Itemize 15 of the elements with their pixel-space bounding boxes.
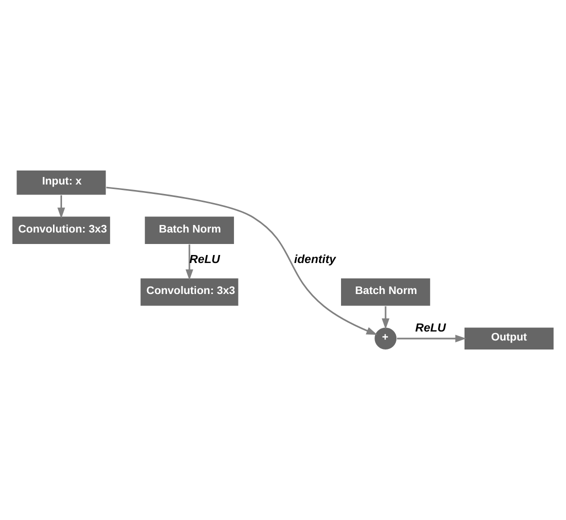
arrow — [106, 186, 378, 335]
node-box: Convolution: 3x3 — [140, 278, 240, 306]
arrow — [396, 334, 466, 342]
node-box: Output — [464, 326, 554, 350]
arrow — [382, 306, 390, 330]
edge-label: ReLU — [189, 253, 220, 266]
node-box: Convolution: 3x3 — [12, 216, 111, 245]
node-box: Input: x — [16, 170, 107, 196]
node-circle: + — [374, 326, 398, 350]
node-box: Batch Norm — [144, 216, 235, 245]
arrow — [186, 244, 194, 280]
arrow — [57, 195, 66, 219]
node-box: Batch Norm — [340, 278, 431, 306]
edge-label: ReLU — [415, 322, 446, 335]
edge-label: identity — [294, 253, 336, 266]
